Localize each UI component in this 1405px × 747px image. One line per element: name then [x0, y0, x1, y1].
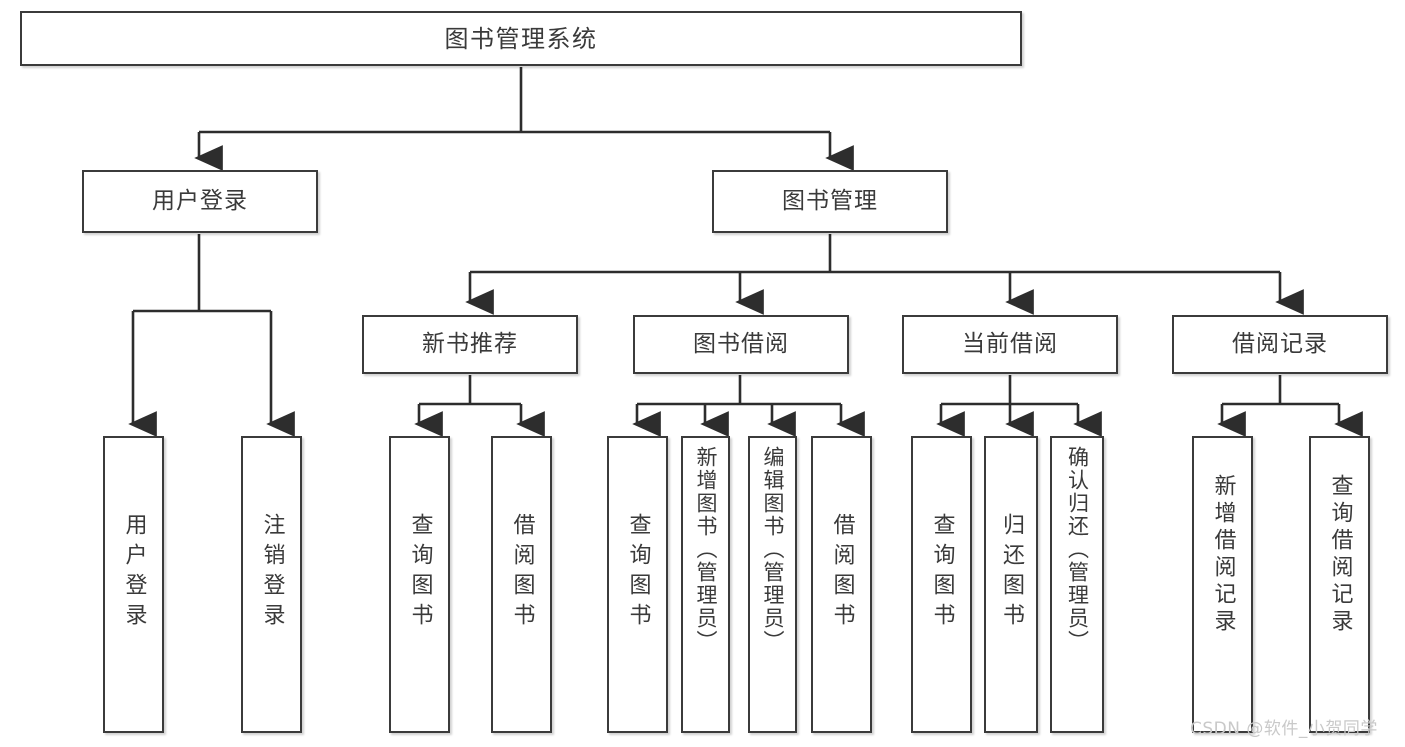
node-leaf-query-book-3[interactable]: 查询图书	[911, 436, 972, 733]
node-leaf-query-book-3-label: 查询图书	[929, 513, 955, 633]
node-user-login-label: 用户登录	[152, 188, 248, 214]
node-leaf-add-book[interactable]: 新增图书（管理员）	[681, 436, 730, 733]
node-leaf-user-login-label: 用户登录	[121, 513, 147, 633]
node-leaf-logout-login[interactable]: 注销登录	[241, 436, 302, 733]
node-leaf-logout-login-label: 注销登录	[259, 513, 285, 633]
node-leaf-borrow-book-1[interactable]: 借阅图书	[491, 436, 552, 733]
node-current-borrow[interactable]: 当前借阅	[902, 315, 1118, 374]
node-book-borrow[interactable]: 图书借阅	[633, 315, 849, 374]
node-leaf-add-book-label: 新增图书（管理员）	[694, 446, 718, 653]
node-leaf-query-record-label: 查询借阅记录	[1327, 474, 1353, 636]
node-leaf-confirm-return-label: 确认归还（管理员）	[1065, 446, 1090, 653]
node-new-book-recommend-label: 新书推荐	[422, 331, 518, 357]
node-leaf-return-book[interactable]: 归还图书	[984, 436, 1038, 733]
node-root-system-label: 图书管理系统	[444, 24, 598, 53]
node-leaf-query-book-2[interactable]: 查询图书	[607, 436, 668, 733]
node-leaf-query-book-2-label: 查询图书	[625, 513, 651, 633]
node-leaf-query-record[interactable]: 查询借阅记录	[1309, 436, 1370, 733]
node-leaf-add-record[interactable]: 新增借阅记录	[1192, 436, 1253, 733]
node-book-manage[interactable]: 图书管理	[712, 170, 948, 233]
node-borrow-record[interactable]: 借阅记录	[1172, 315, 1388, 374]
node-new-book-recommend[interactable]: 新书推荐	[362, 315, 578, 374]
csdn-watermark: CSDN @软件_小贺同学	[1190, 719, 1378, 739]
node-leaf-query-book-1[interactable]: 查询图书	[389, 436, 450, 733]
node-leaf-edit-book[interactable]: 编辑图书（管理员）	[748, 436, 797, 733]
node-leaf-user-login[interactable]: 用户登录	[103, 436, 164, 733]
node-borrow-record-label: 借阅记录	[1232, 331, 1328, 357]
node-leaf-edit-book-label: 编辑图书（管理员）	[761, 446, 785, 653]
node-book-manage-label: 图书管理	[782, 188, 878, 214]
node-leaf-borrow-book-2-label: 借阅图书	[829, 513, 855, 633]
node-book-borrow-label: 图书借阅	[693, 331, 789, 357]
node-user-login[interactable]: 用户登录	[82, 170, 318, 233]
node-leaf-borrow-book-2[interactable]: 借阅图书	[811, 436, 872, 733]
node-current-borrow-label: 当前借阅	[962, 331, 1058, 357]
node-leaf-return-book-label: 归还图书	[999, 513, 1024, 633]
node-leaf-query-book-1-label: 查询图书	[407, 513, 433, 633]
node-root-system[interactable]: 图书管理系统	[20, 11, 1022, 66]
node-leaf-confirm-return[interactable]: 确认归还（管理员）	[1050, 436, 1104, 733]
node-leaf-add-record-label: 新增借阅记录	[1210, 474, 1236, 636]
node-leaf-borrow-book-1-label: 借阅图书	[509, 513, 535, 633]
